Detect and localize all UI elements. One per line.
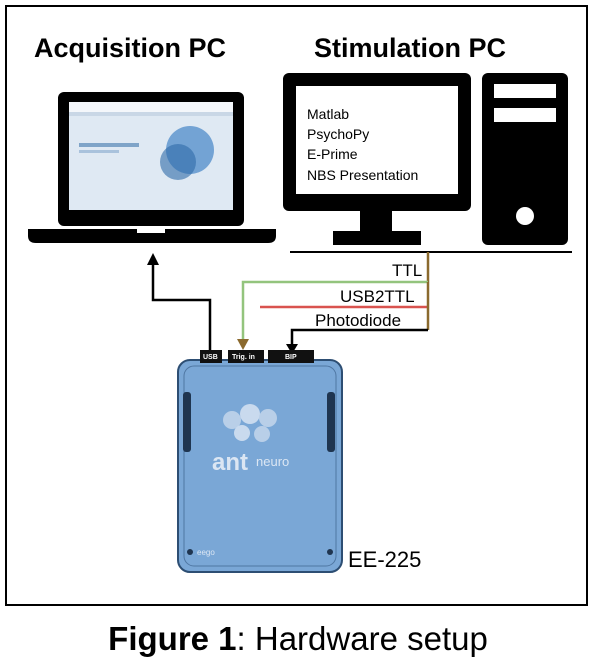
stimulation-pc-heading: Stimulation PC: [314, 33, 506, 63]
trig-in-port-label: Trig. in: [232, 354, 255, 361]
ttl-label: TTL: [392, 261, 422, 280]
caption-label: Figure 1: [108, 620, 237, 657]
figure-caption: Figure 1: Hardware setup: [0, 620, 596, 658]
bip-port: [268, 350, 314, 363]
laptop-icon: [28, 92, 276, 243]
product-label: eego: [197, 548, 215, 557]
photodiode-arrowhead: [286, 344, 298, 354]
pc-tower-icon: [482, 73, 568, 245]
software-psychopy: PsychoPy: [307, 126, 369, 142]
usb2ttl-label: USB2TTL: [340, 287, 415, 306]
usb-arrowhead: [147, 253, 159, 265]
acquisition-pc-heading: Acquisition PC: [34, 33, 226, 63]
amplifier-device: [177, 359, 343, 573]
figure-frame: [5, 5, 588, 606]
usb-port-label: USB: [203, 354, 218, 361]
usb-line: [151, 262, 212, 350]
software-matlab: Matlab: [307, 106, 349, 122]
hardware-diagram: Acquisition PC Stimulation PC Matlab Psy…: [28, 33, 572, 573]
monitor-icon: [283, 73, 471, 245]
device-model-label: EE-225: [348, 547, 421, 572]
trig-in-port: [228, 350, 264, 363]
brand-label: ant: [212, 449, 248, 476]
trig-in-arrowhead: [237, 339, 249, 350]
brand-suffix-label: neuro: [256, 454, 289, 469]
photodiode-line: [290, 328, 428, 346]
photodiode-label: Photodiode: [315, 311, 401, 330]
usb2ttl-line: [241, 280, 428, 340]
caption-text: : Hardware setup: [236, 620, 488, 657]
usb-port: [200, 350, 222, 363]
software-eprime: E-Prime: [307, 146, 358, 162]
bip-port-label: BIP: [285, 354, 297, 361]
software-nbs-presentation: NBS Presentation: [307, 167, 418, 183]
